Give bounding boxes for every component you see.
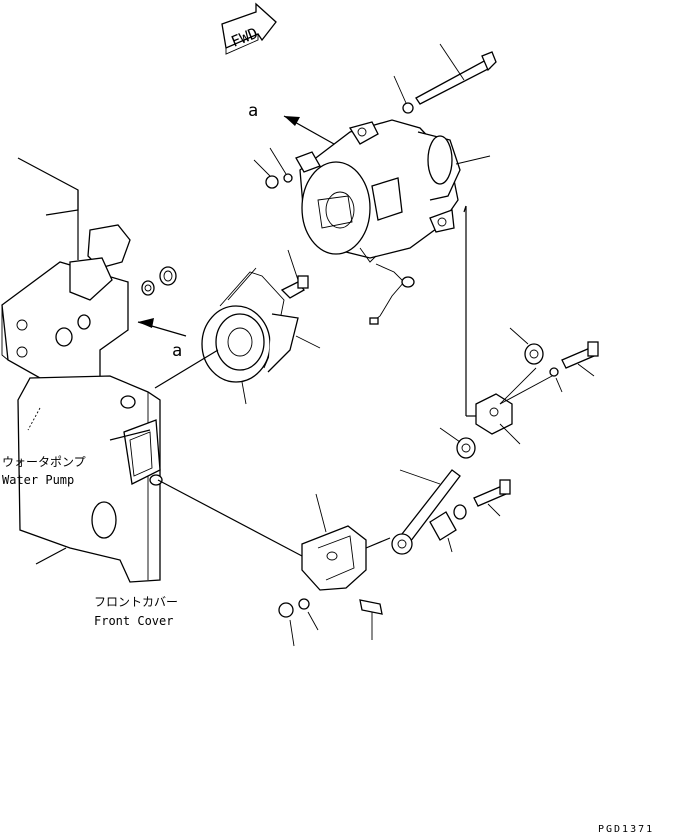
forward-arrow-icon: FWD [221, 2, 277, 55]
alternator [295, 119, 491, 325]
callout-a-left-label: a [172, 341, 182, 361]
front-cover-label: フロントカバー Front Cover [94, 595, 178, 628]
through-bolt [393, 43, 497, 114]
water-pump-jp-label: ウォータポンプ [2, 455, 86, 469]
front-cover-jp-label: フロントカバー [94, 595, 178, 609]
alternator-pulley [154, 267, 321, 405]
collar-and-bolt-lower [429, 479, 511, 553]
adjusting-bracket-block [463, 205, 599, 445]
pulley-bolt [280, 249, 309, 299]
spacer-collars [141, 266, 177, 296]
callout-a-top: a [248, 101, 335, 145]
nut-washer-upper [253, 147, 293, 189]
callout-a-left: a [137, 318, 187, 361]
lower-fasteners [278, 598, 383, 647]
water-pump-en-label: Water Pump [2, 473, 74, 487]
front-cover-en-label: Front Cover [94, 614, 173, 628]
drawing-code: PGD1371 [598, 824, 654, 835]
lower-mounting-bracket [157, 479, 391, 591]
engine-front-cover [1, 157, 163, 583]
adjusting-rod [391, 427, 476, 555]
callout-a-top-label: a [248, 101, 258, 121]
water-pump-label: ウォータポンプ Water Pump [2, 407, 86, 487]
